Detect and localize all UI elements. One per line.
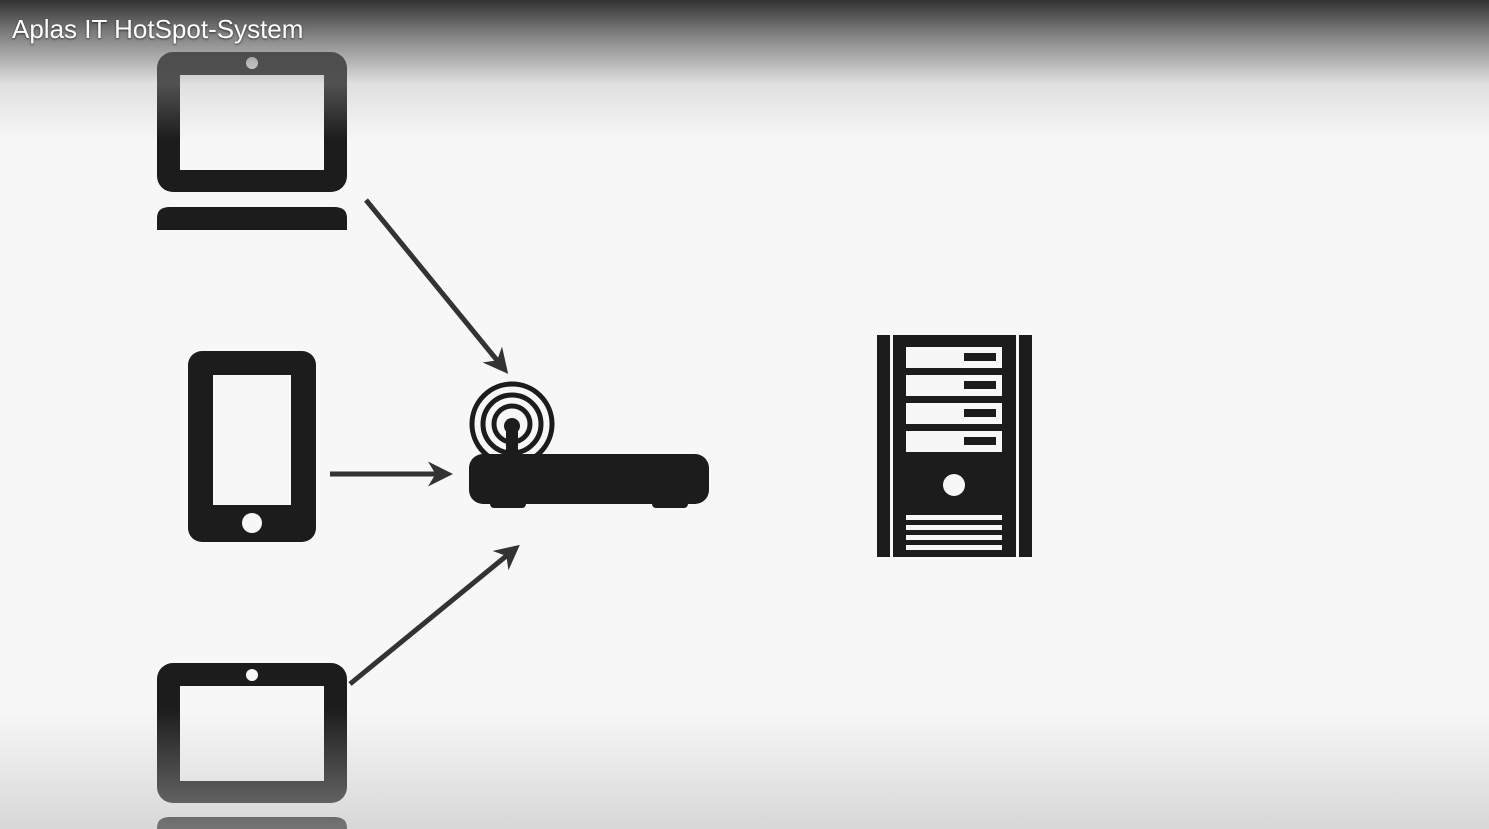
laptop-icon [157, 663, 347, 829]
video-title[interactable]: Aplas IT HotSpot-System [12, 14, 304, 44]
smartphone-icon [188, 351, 316, 542]
arrow-laptop2-to-router [348, 544, 520, 686]
server-tower-icon [877, 335, 1032, 557]
laptop-icon [157, 52, 347, 230]
arrow-laptop-to-router [364, 198, 509, 374]
wifi-router-icon [469, 381, 709, 508]
